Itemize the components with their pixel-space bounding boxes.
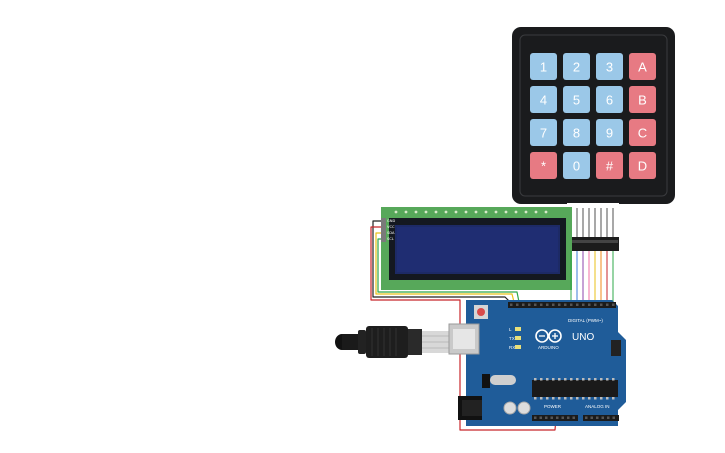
key-*[interactable]: * xyxy=(530,152,557,179)
key-label: B xyxy=(638,93,647,108)
power-header[interactable] xyxy=(532,415,578,421)
key-1[interactable]: 1 xyxy=(530,53,557,80)
led-label-l: L xyxy=(509,327,512,332)
wire-lcd-vcc[interactable] xyxy=(370,226,557,431)
power-jack-icon[interactable] xyxy=(458,396,482,420)
lcd-16x2-display[interactable]: GND VCC SDA SCL xyxy=(381,207,572,290)
key-label: 1 xyxy=(540,60,547,75)
keypad-4x4[interactable]: 1 2 3 A 4 5 6 B 7 8 9 C * 0 # D xyxy=(512,27,675,204)
lcd-i2c-pins: GND VCC SDA SCL xyxy=(381,218,395,242)
key-8[interactable]: 8 xyxy=(563,119,590,146)
digital-header[interactable] xyxy=(508,302,616,308)
key-label: 9 xyxy=(606,126,613,141)
key-label: 2 xyxy=(573,60,580,75)
led-label-rx: RX xyxy=(509,345,515,350)
key-2[interactable]: 2 xyxy=(563,53,590,80)
key-label: 0 xyxy=(573,159,580,174)
lcd-pin-sda: SDA xyxy=(387,231,395,235)
usb-cable-icon[interactable] xyxy=(335,326,454,358)
key-label: A xyxy=(638,60,647,75)
reset-button-icon[interactable] xyxy=(474,305,488,319)
key-label: 3 xyxy=(606,60,613,75)
key-label: D xyxy=(638,159,647,174)
key-4[interactable]: 4 xyxy=(530,86,557,113)
arduino-logo-icon xyxy=(535,329,562,343)
analog-label: ANALOG IN xyxy=(585,404,610,409)
lcd-pin-scl: SCL xyxy=(387,237,394,241)
key-7[interactable]: 7 xyxy=(530,119,557,146)
analog-header[interactable] xyxy=(583,415,619,421)
key-A[interactable]: A xyxy=(629,53,656,80)
power-label: POWER xyxy=(544,404,562,409)
key-label: * xyxy=(541,159,546,174)
lcd-pin-vcc: VCC xyxy=(387,225,395,229)
arduino-model: UNO xyxy=(572,332,594,343)
atmega-chip xyxy=(532,380,618,397)
key-label: C xyxy=(638,126,647,141)
arduino-uno-board[interactable]: DIGITAL (PWM~) POWER ANALOG IN L TX RX A… xyxy=(448,300,626,426)
key-3[interactable]: 3 xyxy=(596,53,623,80)
key-0[interactable]: 0 xyxy=(563,152,590,179)
key-9[interactable]: 9 xyxy=(596,119,623,146)
key-label: 6 xyxy=(606,93,613,108)
wire-lcd-gnd[interactable] xyxy=(372,220,510,302)
key-#[interactable]: # xyxy=(596,152,623,179)
led-label-tx: TX xyxy=(509,336,515,341)
key-label: 8 xyxy=(573,126,580,141)
digital-label: DIGITAL (PWM~) xyxy=(568,318,603,323)
key-label: 4 xyxy=(540,93,547,108)
wire-lcd-sda[interactable] xyxy=(375,232,515,303)
wire-lcd-scl[interactable] xyxy=(377,238,520,303)
key-B[interactable]: B xyxy=(629,86,656,113)
keypad-ribbon-connector xyxy=(567,203,619,251)
wires[interactable] xyxy=(370,220,614,431)
arduino-brand: ARDUINO xyxy=(538,345,559,350)
key-label: # xyxy=(606,159,614,174)
key-5[interactable]: 5 xyxy=(563,86,590,113)
key-C[interactable]: C xyxy=(629,119,656,146)
key-label: 5 xyxy=(573,93,580,108)
lcd-pin-gnd: GND xyxy=(387,219,395,223)
key-label: 7 xyxy=(540,126,547,141)
key-6[interactable]: 6 xyxy=(596,86,623,113)
key-D[interactable]: D xyxy=(629,152,656,179)
